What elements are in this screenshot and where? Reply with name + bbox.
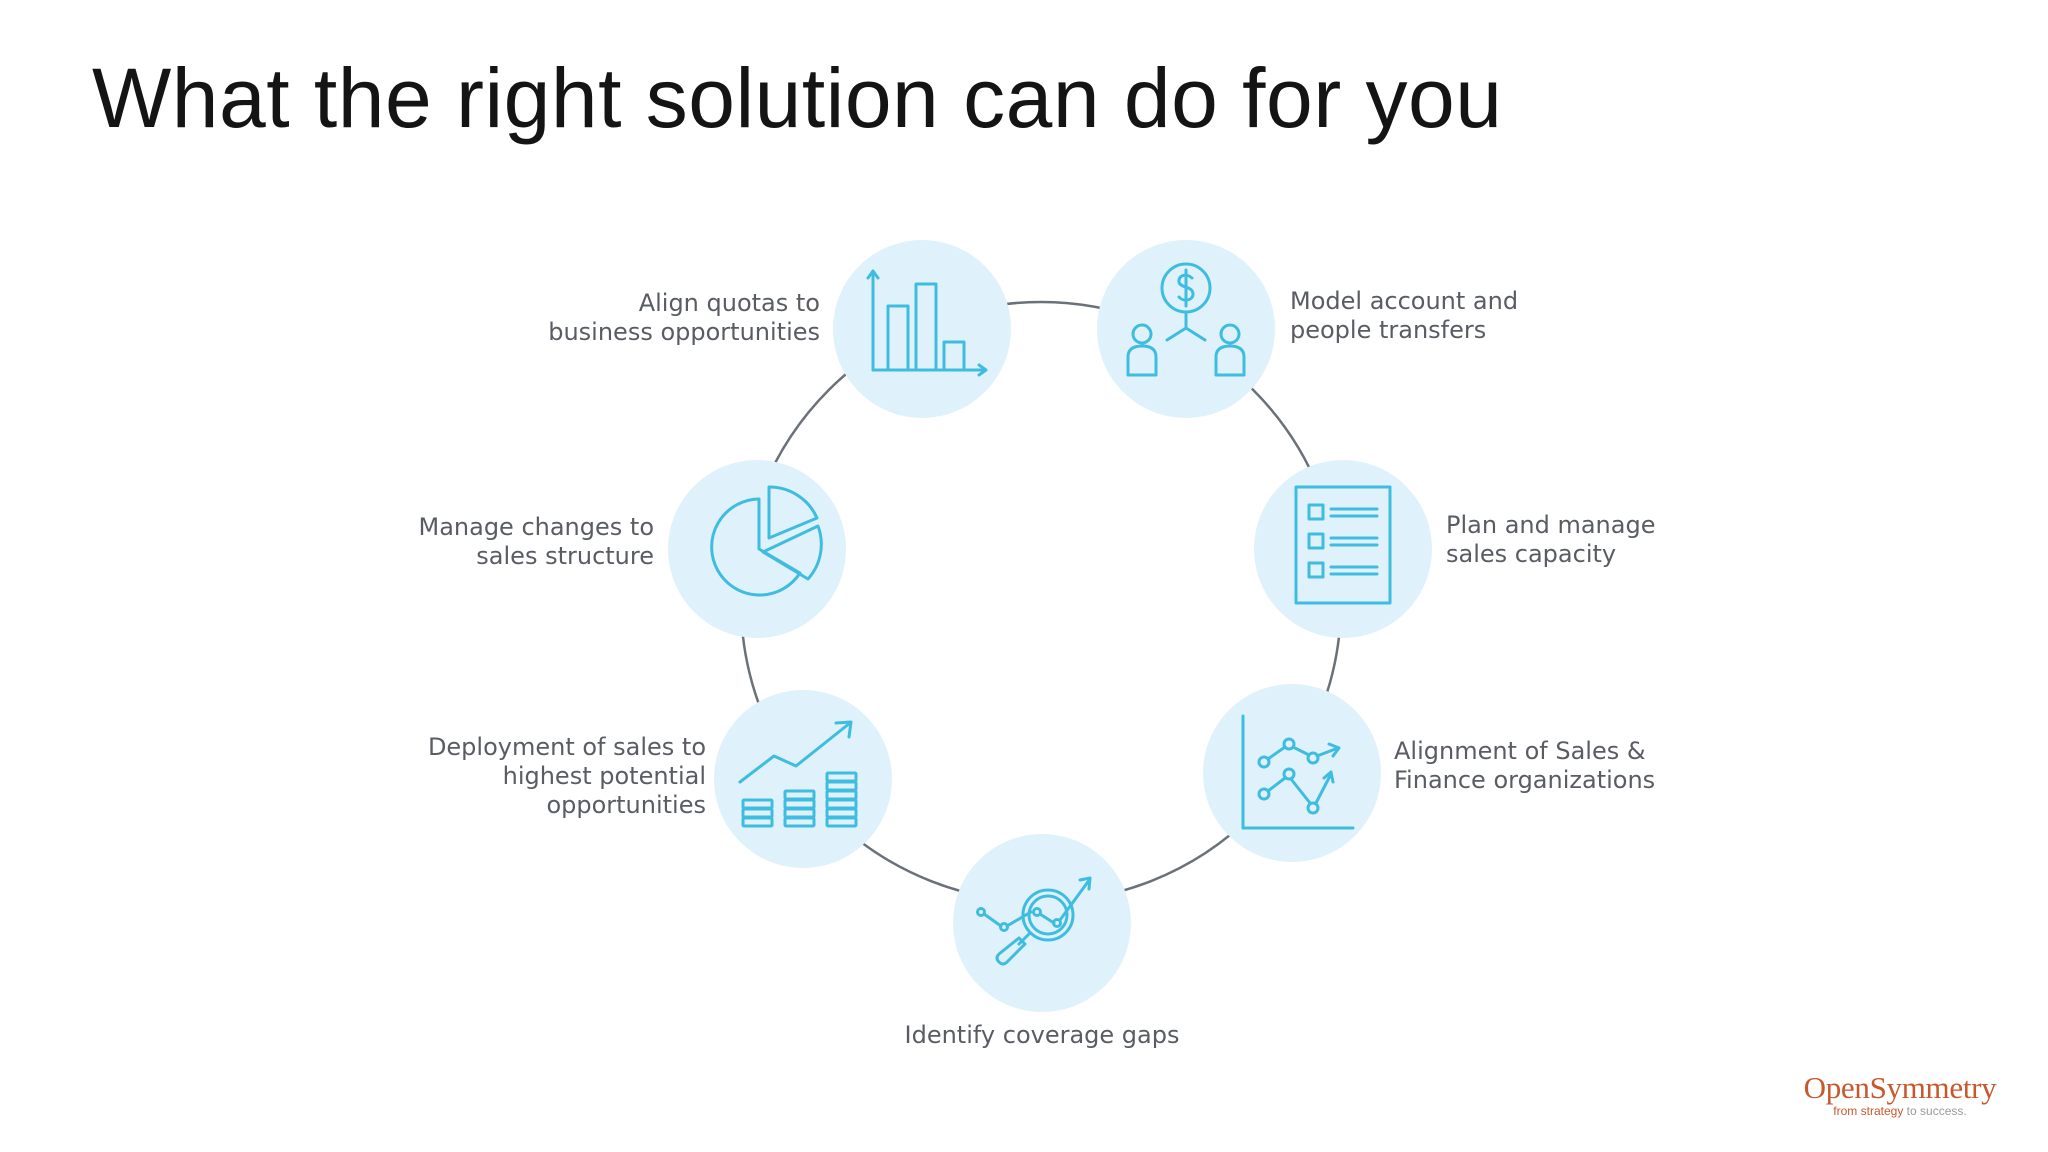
cycle-node-coverage-gaps — [953, 834, 1131, 1012]
cycle-node-deployment — [714, 690, 892, 868]
cycle-label-sales-structure: Manage changes to sales structure — [418, 513, 654, 570]
cycle-label-align-finance: Alignment of Sales & Finance organizatio… — [1394, 737, 1656, 794]
cycle-label-align-quotas: Align quotas to business opportunities — [548, 289, 820, 346]
magnifier-trend-icon — [976, 876, 1092, 966]
cycle-node-sales-structure — [668, 460, 846, 638]
cycle-label-model-transfers: Model account and people transfers — [1290, 287, 1519, 344]
people-transfer-icon — [1126, 262, 1246, 377]
logo-name: OpenSymmetry — [1803, 1070, 1997, 1105]
cycle-node-plan-capacity — [1254, 460, 1432, 638]
checklist-icon — [1294, 485, 1392, 605]
logo-tagline: from strategy to success. — [1833, 1104, 1967, 1118]
cycle-label-deployment: Deployment of sales to highest potential… — [427, 733, 706, 819]
cycle-node-align-quotas — [833, 240, 1011, 418]
cycle-node-model-transfers — [1097, 240, 1275, 418]
cycle-node-align-finance — [1203, 684, 1381, 862]
cycle-label-coverage-gaps: Identify coverage gaps — [904, 1021, 1180, 1049]
line-chart-icon — [1241, 714, 1355, 830]
slide-title: What the right solution can do for you — [92, 51, 1503, 145]
growth-coins-icon — [738, 720, 858, 828]
pie-chart-icon — [710, 485, 823, 597]
opensymmetry-logo: OpenSymmetry from strategy to success. — [1790, 1072, 2010, 1122]
cycle-label-plan-capacity: Plan and manage sales capacity — [1446, 511, 1656, 568]
bar-chart-icon — [866, 269, 988, 377]
